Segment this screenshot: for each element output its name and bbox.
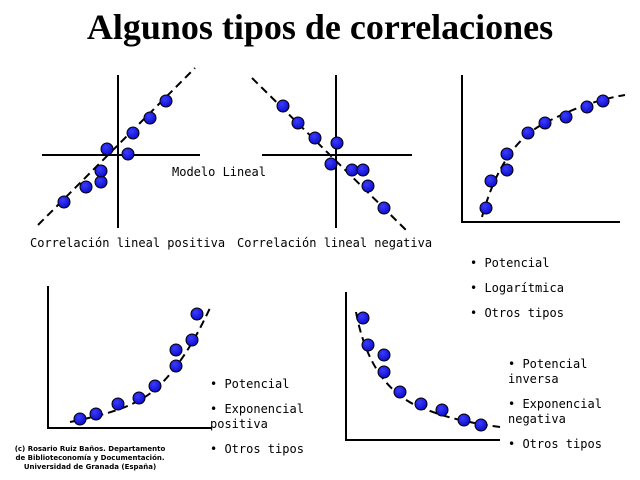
list-item: Exponencial positiva xyxy=(210,402,318,432)
label-positive: Correlación lineal positiva xyxy=(30,236,226,250)
panel-linear-negative xyxy=(251,75,412,233)
data-point xyxy=(484,174,498,188)
data-point xyxy=(330,136,344,150)
data-point xyxy=(377,365,391,379)
credit: (c) Rosario Ruiz Baños. Departamento de … xyxy=(4,445,176,472)
list-item: Otros tipos xyxy=(470,306,620,321)
list-item: Exponencial negativa xyxy=(508,397,618,427)
data-point xyxy=(121,147,135,161)
data-point xyxy=(521,126,535,140)
credit-line: de Biblioteconomía y Documentación. xyxy=(15,454,165,462)
data-point xyxy=(538,116,552,130)
data-point xyxy=(361,338,375,352)
credit-line: Universidad de Granada (España) xyxy=(23,463,157,471)
data-point xyxy=(111,397,125,411)
page-title: Algunos tipos de correlaciones xyxy=(86,7,554,47)
data-point xyxy=(435,403,449,417)
data-point xyxy=(73,412,87,426)
data-point xyxy=(126,126,140,140)
data-point xyxy=(276,99,290,113)
data-point xyxy=(479,201,493,215)
credit-line: (c) Rosario Ruiz Baños. Departamento xyxy=(14,445,166,453)
data-point xyxy=(559,110,573,124)
label-negative: Correlación lineal negativa xyxy=(237,236,433,250)
axes xyxy=(345,292,500,441)
list-item: Otros tipos xyxy=(508,437,618,452)
list-item: Potencial inversa xyxy=(508,357,618,387)
data-point xyxy=(377,348,391,362)
data-point xyxy=(185,333,199,347)
points xyxy=(356,311,488,432)
data-point xyxy=(356,311,370,325)
data-point xyxy=(361,179,375,193)
data-point xyxy=(89,407,103,421)
trend-curve xyxy=(69,307,211,423)
points xyxy=(57,94,173,209)
trend-line xyxy=(37,67,196,226)
points xyxy=(479,94,610,215)
data-point xyxy=(159,94,173,108)
list-item: Potencial xyxy=(470,256,620,271)
data-point xyxy=(308,131,322,145)
data-point xyxy=(500,163,514,177)
data-point xyxy=(580,100,594,114)
data-point xyxy=(500,147,514,161)
data-point xyxy=(169,343,183,357)
data-point xyxy=(143,111,157,125)
list-bottom-left: Potencial Exponencial positiva Otros tip… xyxy=(210,377,318,467)
data-point xyxy=(324,157,338,171)
panel-bottom-left xyxy=(47,286,212,429)
panel-linear-positive xyxy=(37,67,200,228)
data-point xyxy=(474,418,488,432)
panel-top-right xyxy=(461,75,626,223)
data-point xyxy=(132,391,146,405)
data-point xyxy=(148,379,162,393)
axes xyxy=(47,286,212,429)
list-top-right: Potencial Logarítmica Otros tipos xyxy=(470,256,620,331)
data-point xyxy=(457,413,471,427)
panel-bottom-right xyxy=(345,292,501,441)
data-point xyxy=(596,94,610,108)
points xyxy=(276,99,391,215)
center-label: Modelo Lineal xyxy=(172,165,266,179)
data-point xyxy=(94,175,108,189)
list-bottom-right: Potencial inversa Exponencial negativa O… xyxy=(508,357,618,462)
axes xyxy=(461,75,620,223)
data-point xyxy=(79,180,93,194)
list-item: Potencial xyxy=(210,377,318,392)
data-point xyxy=(414,397,428,411)
data-point xyxy=(291,116,305,130)
data-point xyxy=(57,195,71,209)
list-item: Otros tipos xyxy=(210,442,318,457)
trend-curve xyxy=(355,311,501,428)
list-item: Logarítmica xyxy=(470,281,620,296)
data-point xyxy=(393,385,407,399)
data-point xyxy=(169,359,183,373)
data-point xyxy=(100,142,114,156)
data-point xyxy=(356,163,370,177)
data-point xyxy=(377,201,391,215)
points xyxy=(73,307,204,426)
data-point xyxy=(190,307,204,321)
data-point xyxy=(94,164,108,178)
data-point xyxy=(345,163,359,177)
